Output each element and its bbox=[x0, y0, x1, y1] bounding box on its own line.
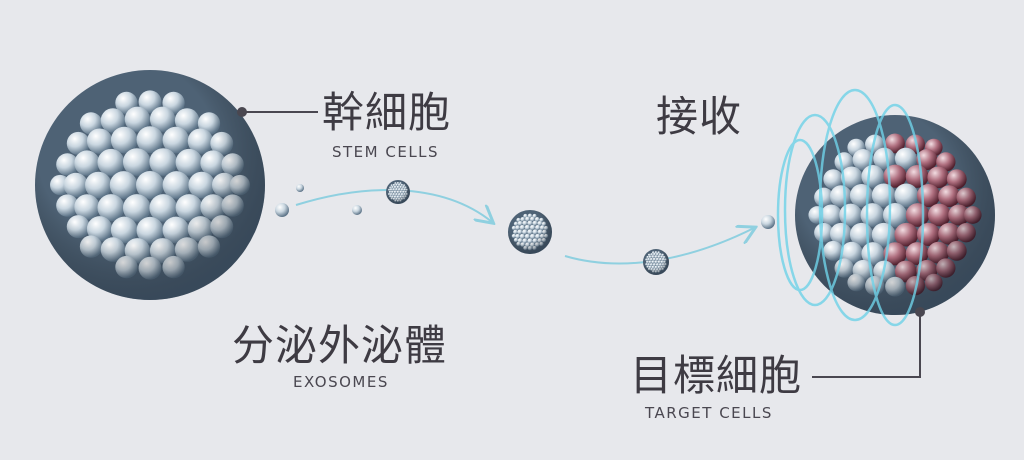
exosome-dot bbox=[352, 205, 362, 215]
stem-cells-leader bbox=[237, 107, 318, 117]
exosomes-subtitle: EXOSOMES bbox=[293, 375, 389, 390]
target-cells-leader bbox=[812, 307, 925, 377]
exosome bbox=[352, 205, 362, 215]
receive-label: 接收 bbox=[656, 96, 742, 138]
exosome bbox=[508, 210, 552, 254]
stem-cells-title: 幹細胞 bbox=[322, 92, 451, 134]
stem-cells-subtitle: STEM CELLS bbox=[332, 145, 439, 160]
exosome-particles bbox=[275, 180, 775, 275]
exosome bbox=[761, 215, 775, 229]
sphere-shade bbox=[508, 210, 552, 254]
exosomes-title: 分泌外泌體 bbox=[232, 325, 447, 367]
sphere-shade bbox=[643, 249, 669, 275]
exosome bbox=[275, 203, 289, 217]
exosome-dot bbox=[761, 215, 775, 229]
sphere-shade bbox=[386, 180, 410, 204]
stem-cell-sphere bbox=[35, 70, 265, 300]
target-cells-subtitle: TARGET CELLS bbox=[645, 406, 773, 421]
exosome bbox=[296, 184, 304, 192]
sphere-shade bbox=[35, 70, 265, 300]
target-cells-title: 目標細胞 bbox=[630, 355, 802, 397]
exosome bbox=[643, 249, 669, 275]
exosome-dot bbox=[275, 203, 289, 217]
exosome-dot bbox=[296, 184, 304, 192]
exosome bbox=[386, 180, 410, 204]
